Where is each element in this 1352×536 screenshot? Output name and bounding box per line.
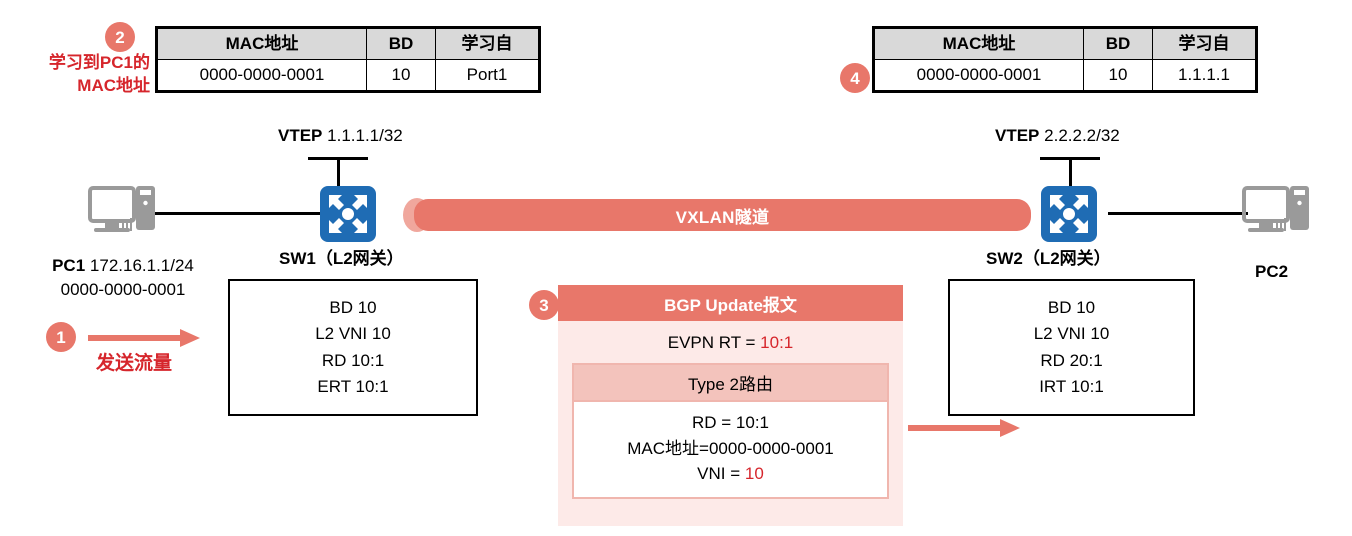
sw1-config-line-1: BD 10 [329,297,377,317]
type2-vni-value: 10 [744,464,764,483]
vxlan-tunnel-label: VXLAN隧道 [675,207,770,227]
type2-vni-label: VNI = [697,464,745,483]
bgp-evpn-rt-value: 10:1 [760,333,794,352]
step-badge-2: 2 [105,22,135,52]
sw2-top-stem [1069,157,1072,187]
right-mac-table-wrapper: MAC地址 BD 学习自 0000-0000-0001 10 1.1.1.1 [872,26,1258,94]
column-header-mac: MAC地址 [873,26,1084,61]
left-annotation: 学习到PC1的 MAC地址 [8,52,150,98]
switch-icon [1041,186,1097,242]
pc1-name-ip: PC1 172.16.1.1/24 [14,254,232,278]
pc-icon-pc1[interactable] [88,184,158,247]
left-mac-table-wrapper: MAC地址 BD 学习自 0000-0000-0001 10 Port1 [155,26,541,94]
column-header-learned-from: 学习自 [1152,26,1257,61]
traffic-arrow [88,328,200,353]
cell-mac: 0000-0000-0001 [156,59,367,93]
sw2-config-line-1: BD 10 [1047,297,1096,317]
vtep-address-sw2: 2.2.2.2/32 [1044,126,1120,145]
type2-line-vni: VNI = 10 [574,461,887,487]
bgp-update-panel: BGP Update报文 EVPN RT = 10:1 Type 2路由 RD … [558,285,903,526]
right-arrow-icon [908,419,1020,437]
type2-route-box: Type 2路由 RD = 10:1 MAC地址=0000-0000-0001 … [572,363,889,499]
link-pc1-sw1 [150,212,322,215]
sw1-config-line-4: ERT 10:1 [317,376,389,396]
switch-icon [320,186,376,242]
type2-route-title: Type 2路由 [574,365,887,402]
cell-mac: 0000-0000-0001 [873,59,1084,93]
step-badge-1-label: 1 [56,327,66,347]
bgp-to-sw2-arrow [908,418,1020,443]
link-sw2-pc2 [1108,212,1248,215]
device-label-sw2: SW2（L2网关） [986,249,1111,268]
sw1-config-box: BD 10 L2 VNI 10 RD 10:1 ERT 10:1 [228,279,478,416]
left-mac-table: MAC地址 BD 学习自 0000-0000-0001 10 Port1 [155,26,541,94]
vxlan-tunnel: VXLAN隧道 [414,199,1031,231]
table-row: 0000-0000-0001 10 Port1 [156,59,540,93]
sw2-config-box: BD 10 L2 VNI 10 RD 20:1 IRT 10:1 [948,279,1195,416]
bgp-evpn-rt-label: EVPN RT = [667,333,761,352]
vtep-keyword-sw1: VTEP [278,126,323,145]
step-badge-4: 4 [840,63,870,93]
step-badge-3-label: 3 [539,295,549,315]
pc1-ip: 172.16.1.1/24 [89,256,194,275]
column-header-mac: MAC地址 [156,26,367,61]
cell-learned-from: Port1 [435,59,540,93]
step-badge-3: 3 [529,290,559,320]
pc1-label: PC1 172.16.1.1/24 0000-0000-0001 [14,254,232,302]
switch-icon-sw1[interactable] [320,186,376,247]
sw1-config-line-3: RD 10:1 [321,350,385,370]
type2-mac-value: 0000-0000-0001 [708,438,834,458]
table-header-row: MAC地址 BD 学习自 [873,26,1257,61]
vtep-label-sw1: VTEP 1.1.1.1/32 [278,126,403,146]
table-row: 0000-0000-0001 10 1.1.1.1 [873,59,1257,93]
column-header-bd: BD [366,26,436,61]
pc1-name: PC1 [52,256,86,275]
vtep-keyword-sw2: VTEP [995,126,1040,145]
cell-bd: 10 [366,59,436,93]
sw1-config-line-2: L2 VNI 10 [315,324,391,344]
vtep-label-sw2: VTEP 2.2.2.2/32 [995,126,1120,146]
switch-icon-sw2[interactable] [1041,186,1097,247]
left-annotation-line1: 学习到PC1的 [48,53,150,72]
type2-mac-label: MAC地址= [627,438,709,458]
vtep-address-sw1: 1.1.1.1/32 [327,126,403,145]
left-annotation-line2: MAC地址 [77,75,150,95]
device-label-sw1: SW1（L2网关） [279,249,404,268]
type2-rd-label: RD = [691,413,736,432]
desktop-computer-icon [1242,186,1309,232]
pc-icon-pc2[interactable] [1242,184,1312,247]
type2-rd-value: 10:1 [735,413,770,432]
traffic-label: 发送流量 [96,353,173,374]
desktop-computer-icon [88,186,155,232]
table-header-row: MAC地址 BD 学习自 [156,26,540,61]
pc2-label: PC2 [1255,262,1289,281]
bgp-update-header: BGP Update报文 [558,285,903,321]
column-header-learned-from: 学习自 [435,26,540,61]
step-badge-1: 1 [46,322,76,352]
sw1-top-stem [337,157,340,187]
cell-bd: 10 [1083,59,1153,93]
step-badge-2-label: 2 [115,27,125,47]
bgp-evpn-rt-row: EVPN RT = 10:1 [558,321,903,363]
column-header-bd: BD [1083,26,1153,61]
pc1-mac: 0000-0000-0001 [60,279,186,299]
cell-learned-from: 1.1.1.1 [1152,59,1257,93]
sw2-config-line-4: IRT 10:1 [1039,376,1104,396]
type2-line-mac: MAC地址=0000-0000-0001 [574,436,887,462]
right-mac-table: MAC地址 BD 学习自 0000-0000-0001 10 1.1.1.1 [872,26,1258,94]
type2-route-body: RD = 10:1 MAC地址=0000-0000-0001 VNI = 10 [574,402,887,497]
sw2-config-line-3: RD 20:1 [1040,350,1103,370]
step-badge-4-label: 4 [850,68,860,88]
right-arrow-icon [88,329,200,347]
type2-line-rd: RD = 10:1 [574,410,887,436]
sw2-config-line-2: L2 VNI 10 [1033,324,1110,344]
